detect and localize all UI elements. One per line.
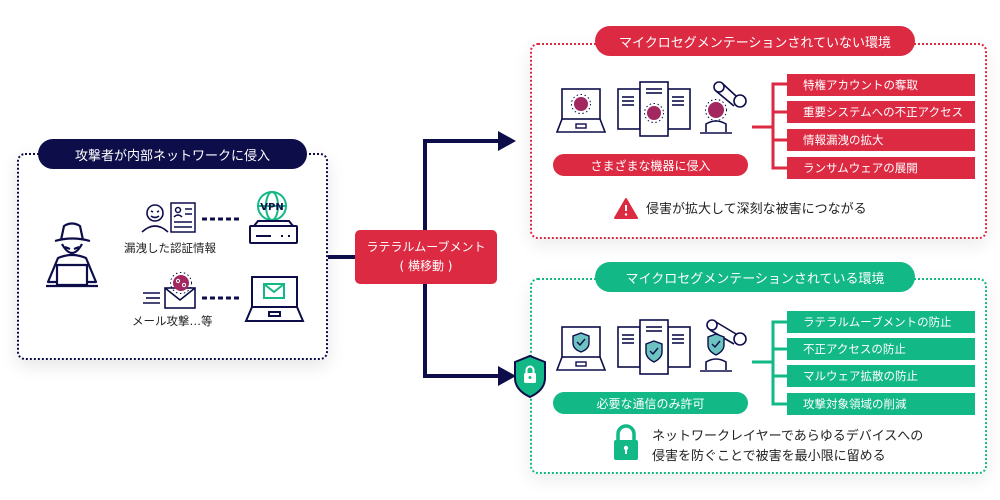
segmented-benefit-item: ラテラルムーブメントの防止 <box>787 311 975 333</box>
warning-icon <box>614 198 638 219</box>
segmented-note: ネットワークレイヤーであらゆるデバイスへの 侵害を防ぐことで被害を最小限に留める <box>652 427 923 467</box>
leaked-credentials-label: 漏洩した認証情報 <box>124 241 216 255</box>
laptop-mail-icon <box>244 276 305 322</box>
unsegmented-note: 侵害が拡大して深刻な被害につながる <box>646 202 867 217</box>
arrow-head-down-branch <box>498 366 516 386</box>
segmented-note-line1: ネットワークレイヤーであらゆるデバイスへの <box>652 429 924 444</box>
hacker-icon <box>46 222 98 288</box>
segmented-panel-title: マイクロセグメンテーションされている環境 <box>595 262 915 292</box>
villain-face-icon <box>141 204 169 233</box>
segmented-benefit-item: 不正アクセスの防止 <box>787 338 975 360</box>
unsegmented-impact-item: 重要システムへの不正アクセス <box>787 101 975 123</box>
segmented-bracket <box>752 320 787 406</box>
infected-servers-icon <box>617 81 691 137</box>
unsegmented-impact-item: 情報漏洩の拡大 <box>787 129 975 151</box>
segmented-note-line2: 侵害を防ぐことで被害を最小限に留める <box>652 449 886 465</box>
arrow-head-up-branch <box>498 131 516 151</box>
lateral-movement-box: ラテラルムーブメント ( 横移動 ) <box>355 230 497 284</box>
segmented-benefit-item: マルウェア拡散の防止 <box>787 365 975 387</box>
unsegmented-devices-label: さまざまな機器に侵入 <box>553 154 748 176</box>
unsegmented-impact-item: ランサムウェアの展開 <box>787 157 975 179</box>
svg-text:VPN: VPN <box>260 202 283 213</box>
attacker-panel-title: 攻撃者が内部ネットワークに侵入 <box>38 139 307 169</box>
infected-laptop-icon <box>555 88 607 133</box>
server-icon <box>249 220 298 244</box>
lateral-movement-label: ラテラルムーブメント <box>366 240 486 255</box>
lock-icon <box>614 424 638 460</box>
unsegmented-bracket <box>752 82 787 170</box>
unsegmented-panel-title: マイクロセグメンテーションされていない環境 <box>595 26 915 56</box>
segmented-benefit-item: 攻撃対象領域の削減 <box>787 393 975 415</box>
protected-servers-icon <box>617 319 691 375</box>
virus-mail-icon <box>143 272 196 309</box>
shield-lock-icon <box>514 354 546 399</box>
protected-laptop-icon <box>555 326 607 371</box>
segmented-devices-label: 必要な通信のみ許可 <box>553 392 748 414</box>
id-card-icon <box>170 202 196 233</box>
protected-robot-arm-icon <box>700 319 747 372</box>
unsegmented-impact-item: 特権アカウントの奪取 <box>787 74 975 96</box>
infected-robot-arm-icon <box>700 81 747 134</box>
connector-to-unsegmented <box>423 139 500 230</box>
vpn-globe-icon: VPN <box>257 191 287 221</box>
mail-attack-label: メール攻撃…等 <box>132 314 213 328</box>
connector-to-segmented <box>423 284 500 378</box>
attacker-panel <box>17 153 328 360</box>
lateral-movement-sublabel: ( 横移動 ) <box>399 259 453 273</box>
